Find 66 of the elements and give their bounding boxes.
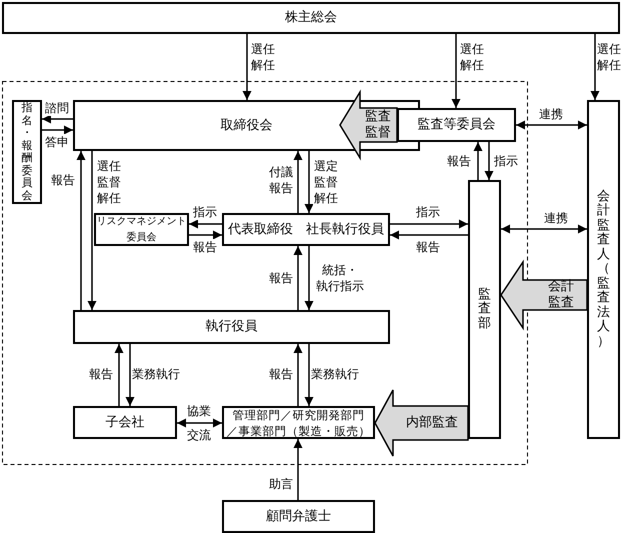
org-box: 監査等委員会	[397, 108, 516, 142]
edge-label: 統括・執行指示	[315, 262, 365, 294]
arrow	[304, 246, 314, 310]
org-box: 株主総会	[2, 2, 620, 34]
edge-label: 連携	[538, 106, 564, 122]
edge-label: 協業交流	[186, 403, 212, 444]
arrow	[177, 418, 222, 428]
org-box: 代表取締役 社長執行役員	[222, 213, 390, 246]
edge-label: 諮問	[44, 100, 70, 116]
arrow	[126, 344, 134, 406]
edge-label: 選任解任	[250, 41, 276, 73]
org-box: リスクマネジメント委員会	[94, 213, 189, 246]
arrow	[42, 114, 73, 124]
edge-label: 答申	[44, 134, 70, 150]
edge-label: 報告	[50, 172, 76, 188]
vertical-box: 指名・報酬委員会	[12, 100, 42, 204]
arrow	[294, 151, 302, 213]
org-box: 子会社	[73, 406, 177, 439]
edge-label: 指示	[415, 204, 441, 220]
arrow	[189, 230, 222, 240]
edge-label: 選任解任	[596, 41, 622, 73]
edge-label: 内部監査	[405, 415, 459, 431]
arrow	[474, 142, 482, 180]
arrow	[189, 220, 222, 228]
edge-label: 連携	[543, 210, 569, 226]
arrow	[590, 34, 600, 100]
arrow	[294, 344, 302, 406]
arrow	[294, 439, 302, 500]
edge-label: 業務執行	[310, 366, 360, 382]
arrow	[76, 151, 86, 310]
edge-label: 報告	[415, 239, 441, 255]
arrow	[304, 151, 314, 213]
edge-label: 報告	[268, 270, 294, 286]
arrow	[390, 230, 468, 240]
edge-label: 指示	[192, 204, 218, 220]
arrow	[452, 34, 460, 108]
edge-label: 報告	[88, 366, 114, 382]
block-arrow	[500, 260, 588, 330]
org-box: 管理部門／研究開発部門／事業部門（製造・販売）	[222, 406, 375, 439]
edge-label: 監査監督	[364, 109, 392, 141]
arrow	[294, 246, 302, 310]
arrow	[88, 151, 96, 310]
arrow	[516, 120, 587, 130]
arrow	[304, 344, 314, 406]
org-box: 顧問弁護士	[222, 500, 375, 533]
edge-label: 選定監督解任	[313, 158, 339, 206]
arrow	[484, 142, 494, 180]
vertical-box: 監査部	[468, 180, 501, 439]
org-box: 執行役員	[73, 310, 390, 344]
edge-label: 報告	[268, 366, 294, 382]
block-arrow	[374, 389, 469, 457]
edge-label: 選任解任	[459, 41, 485, 73]
arrow	[501, 224, 587, 234]
arrow	[42, 126, 73, 134]
edge-label: 付議報告	[268, 164, 294, 196]
arrow	[242, 34, 252, 100]
edge-label: 業務執行	[131, 366, 181, 382]
vertical-box: 会計監査人（監査法人）	[587, 100, 620, 439]
edge-label: 選任監督解任	[96, 158, 122, 206]
arrow	[114, 344, 124, 406]
edge-label: 助言	[268, 476, 294, 492]
block-arrow	[339, 89, 398, 161]
arrow	[390, 220, 468, 228]
edge-label: 指示	[493, 153, 519, 169]
edge-label: 報告	[446, 153, 472, 169]
edge-label: 報告	[192, 239, 218, 255]
